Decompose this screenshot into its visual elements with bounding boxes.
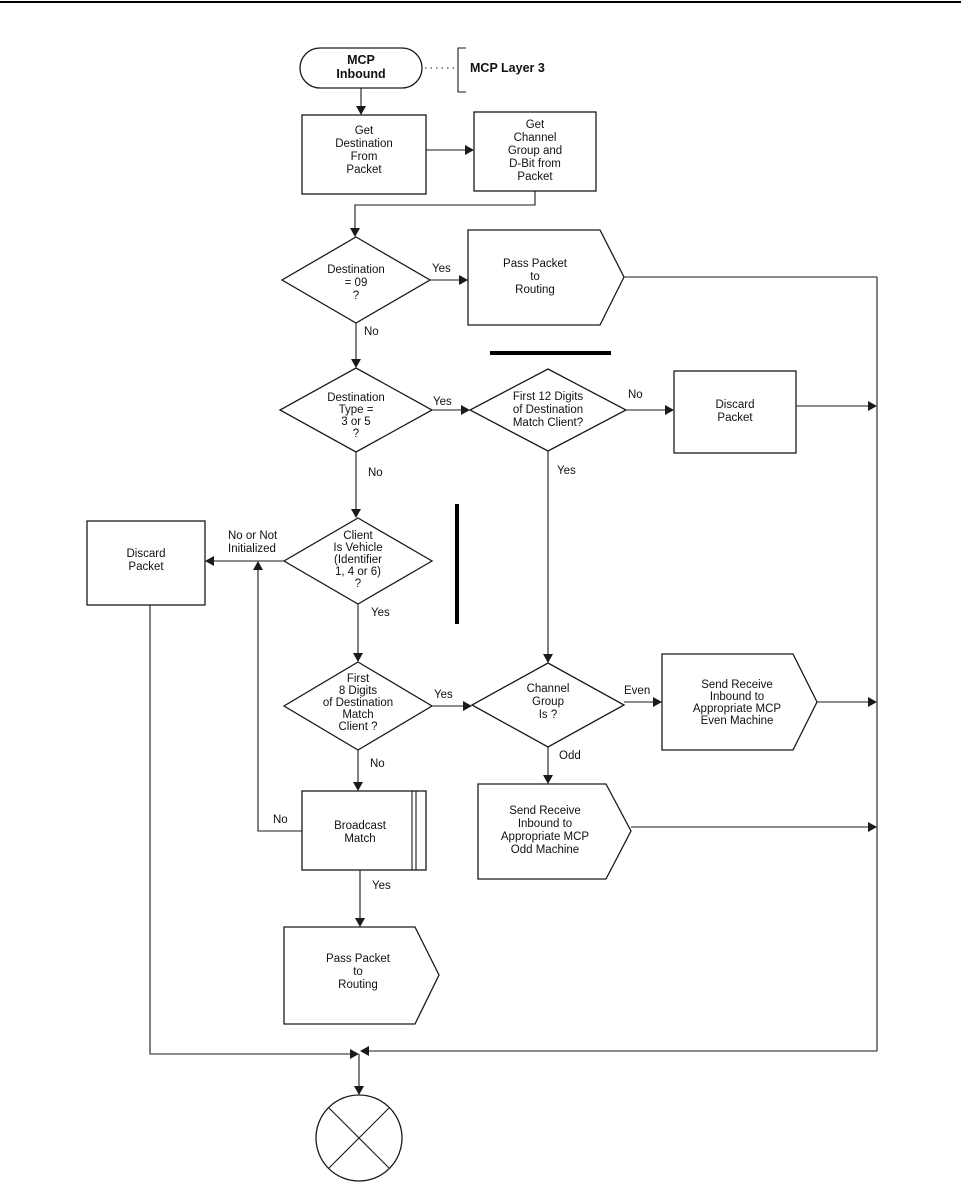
discard2-line-2: Packet [128,561,164,573]
even-line-2: Inbound to [710,691,764,703]
first12-line-2: of Destination [513,404,583,416]
first8-line-5: Client ? [339,721,378,733]
pass2-line-3: Routing [338,979,378,991]
odd-line-1: Send Receive [509,805,581,817]
layer-annotation: MCP Layer 3 [425,47,545,93]
odd-line-4: Odd Machine [511,844,579,856]
redaction-bar-horizontal [490,351,611,355]
edge-label-odd: Odd [559,750,581,762]
chgroup-line-2: Group [532,696,564,708]
edge-label-yes-dest09: Yes [432,263,451,275]
odd-line-2: Inbound to [518,818,572,830]
decision-destination-09: Destination = 09 ? [280,236,432,324]
edge-label-no-broadcast: No [273,814,288,826]
send-receive-odd: Send Receive Inbound to Appropriate MCP … [477,783,632,880]
end-connector-icon [315,1094,403,1182]
pass1-line-2: to [530,271,540,283]
even-line-1: Send Receive [701,679,773,691]
edge-label-yes-vehicle: Yes [371,607,390,619]
dest09-line-2: = 09 [345,277,368,289]
decision-first-12-digits: First 12 Digits of Destination Match Cli… [468,368,628,452]
start-terminal: MCP Inbound [299,47,423,89]
discard1-line-2: Packet [717,412,753,424]
send-receive-even: Send Receive Inbound to Appropriate MCP … [661,653,818,751]
get-channel-line-2: Channel [514,132,557,144]
pass1-line-1: Pass Packet [503,258,568,270]
odd-line-3: Appropriate MCP [501,831,590,843]
desttype-line-2: Type = [339,404,374,416]
decision-client-is-vehicle: Client Is Vehicle (Identifier 1, 4 or 6)… [282,517,434,605]
get-channel-line-3: Group and [508,145,562,157]
annotation-text: MCP Layer 3 [470,61,545,75]
desttype-line-3: 3 or 5 [341,416,370,428]
edge-label-no-vehicle-1: No or Not [228,530,278,542]
vehicle-line-5: ? [355,578,361,590]
dest09-line-1: Destination [327,264,385,276]
edge-label-yes-first12: Yes [557,465,576,477]
start-line-1: MCP [347,53,375,67]
vehicle-line-2: Is Vehicle [333,542,382,554]
chgroup-line-3: Is ? [539,709,558,721]
first8-line-3: of Destination [323,697,393,709]
even-line-4: Even Machine [701,715,774,727]
get-channel-group-process: Get Channel Group and D-Bit from Packet [473,111,597,192]
pass-packet-routing-1: Pass Packet to Routing [467,229,625,326]
get-channel-line-5: Packet [517,171,553,183]
chgroup-line-1: Channel [527,683,570,695]
edge-label-no-type: No [368,467,383,479]
discard-packet-1: Discard Packet [673,370,797,454]
get-destination-line-3: From [351,151,378,163]
broadcast-line-1: Broadcast [334,820,387,832]
desttype-line-1: Destination [327,392,385,404]
vehicle-line-1: Client [343,530,373,542]
decision-destination-type: Destination Type = 3 or 5 ? [278,367,434,453]
edge-label-no-first8: No [370,758,385,770]
vehicle-line-4: 1, 4 or 6) [335,566,381,578]
first8-line-2: 8 Digits [339,685,378,697]
edge-label-no-vehicle-2: Initialized [228,543,276,555]
redaction-bar-vertical [455,504,459,624]
broadcast-match-process: Broadcast Match [301,790,427,871]
get-destination-line-1: Get [355,125,374,137]
pass2-line-2: to [353,966,363,978]
edge-label-no-dest09: No [364,326,379,338]
broadcast-line-2: Match [344,833,375,845]
pass2-line-1: Pass Packet [326,953,391,965]
get-destination-process: Get Destination From Packet [301,114,427,195]
pass1-line-3: Routing [515,284,555,296]
get-channel-line-1: Get [526,119,545,131]
decision-channel-group: Channel Group Is ? [470,662,626,748]
desttype-line-4: ? [353,428,359,440]
connectors [149,88,878,1095]
first12-line-3: Match Client? [513,417,583,429]
edge-label-even: Even [624,685,650,697]
edge-label-yes-type: Yes [433,396,452,408]
get-destination-line-2: Destination [335,138,393,150]
even-line-3: Appropriate MCP [693,703,782,715]
discard1-line-1: Discard [716,399,755,411]
edge-label-yes-first8: Yes [434,689,453,701]
discard2-line-1: Discard [127,548,166,560]
dest09-line-3: ? [353,290,359,302]
vehicle-line-3: (Identifier [334,554,382,566]
get-channel-line-4: D-Bit from [509,158,561,170]
get-destination-line-4: Packet [346,164,382,176]
pass-packet-routing-2: Pass Packet to Routing [283,926,440,1025]
first8-line-4: Match [342,709,373,721]
first8-line-1: First [347,673,370,685]
discard-packet-2: Discard Packet [86,520,206,606]
first12-line-1: First 12 Digits [513,391,584,403]
decision-first-8-digits: First 8 Digits of Destination Match Clie… [282,661,434,751]
start-line-2: Inbound [336,67,385,81]
edge-label-yes-broadcast: Yes [372,880,391,892]
edge-label-no-first12: No [628,389,643,401]
